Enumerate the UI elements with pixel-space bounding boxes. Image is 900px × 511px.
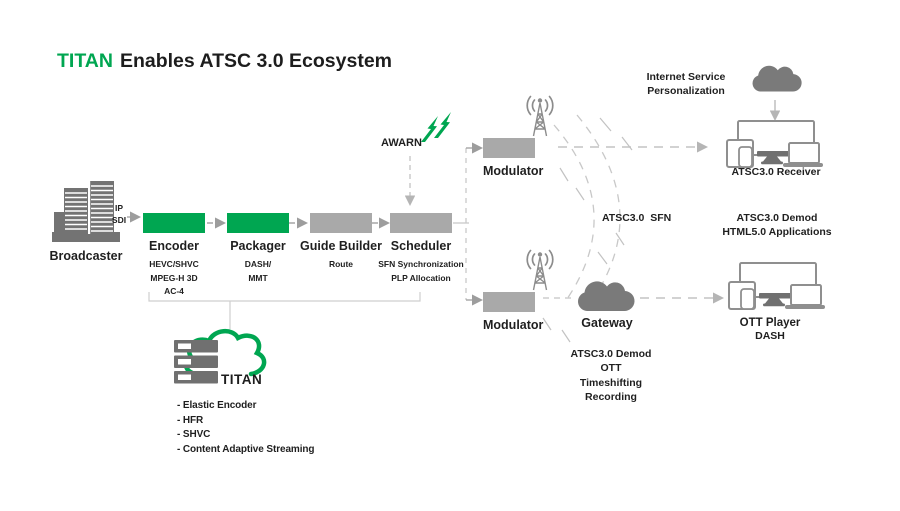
- internet-cloud-icon: [752, 65, 802, 92]
- packager-sublabels: DASH/ MMT: [245, 258, 271, 285]
- scheduler-label: Scheduler: [390, 239, 452, 253]
- titan-feature: - Elastic Encoder: [177, 400, 257, 411]
- guide-builder-sublabels: Route: [329, 258, 353, 272]
- ott-note: Timeshifting: [579, 376, 643, 389]
- ott-notes: ATSC3.0 Demod OTT Timeshifting Recording: [550, 347, 672, 404]
- ott-devices-icon: [728, 262, 825, 310]
- modulator-top-label: Modulator: [483, 164, 544, 178]
- broadcaster-building-icon: [52, 181, 120, 242]
- guide-builder-box: [310, 213, 372, 233]
- encoder-node: Encoder HEVC/SHVC MPEG-H 3D AC-4: [113, 213, 235, 299]
- encoder-sub: AC-4: [164, 286, 184, 296]
- scheduler-sublabels: SFN Synchronization PLP Allocation: [378, 258, 463, 285]
- io-sdi-label: SDI: [111, 214, 127, 225]
- internet-line1: Internet Service: [646, 71, 726, 83]
- modulator-top-box: [483, 138, 535, 158]
- io-labels: IP SDI: [106, 203, 132, 226]
- sfn-label: ATSC3.0 SFN: [602, 212, 672, 224]
- encoder-box: [143, 213, 205, 233]
- encoder-sub: HEVC/SHVC: [149, 259, 199, 269]
- ott-player-label: OTT Player: [739, 317, 801, 329]
- scheduler-box: [390, 213, 452, 233]
- titan-feature: - SHVC: [177, 429, 211, 441]
- antenna-icon: [526, 95, 554, 137]
- encoder-label: Encoder: [148, 239, 199, 253]
- titan-feature: - HFR: [177, 414, 204, 426]
- packager-sub: DASH/: [244, 259, 272, 269]
- guide-builder-node: Guide Builder Route: [280, 213, 402, 272]
- receiver-note: HTML5.0 Applications: [722, 226, 832, 239]
- receiver-notes: ATSC3.0 Demod HTML5.0 Applications: [712, 211, 842, 240]
- awarn-label: AWARN: [381, 137, 422, 149]
- awarn-lightning-icon: [421, 112, 451, 142]
- page-title: TITAN Enables ATSC 3.0 Ecosystem: [57, 50, 392, 73]
- io-ip-label: IP: [114, 203, 124, 213]
- gateway-label: Gateway: [581, 316, 633, 330]
- title-rest: Enables ATSC 3.0 Ecosystem: [119, 50, 392, 72]
- scheduler-sub: PLP Allocation: [391, 272, 451, 283]
- encoder-sublabels: HEVC/SHVC MPEG-H 3D AC-4: [149, 258, 199, 299]
- ott-note: ATSC3.0 Demod: [570, 348, 652, 360]
- internet-service-label: Internet Service Personalization: [630, 70, 742, 99]
- antenna-icon: [526, 249, 554, 291]
- packager-box: [227, 213, 289, 233]
- receiver-label: ATSC3.0 Receiver: [731, 166, 821, 178]
- internet-line2: Personalization: [647, 85, 725, 98]
- guide-builder-label: Guide Builder: [300, 239, 382, 253]
- titan-logo-icon: TITAN: [174, 329, 267, 387]
- modulator-bottom-node: Modulator: [483, 292, 573, 332]
- scheduler-node: Scheduler SFN Synchronization PLP Alloca…: [360, 213, 482, 285]
- ott-dash-label: DASH: [755, 330, 785, 342]
- titan-logo-text: TITAN: [221, 372, 262, 387]
- titan-feature: - Content Adaptive Streaming: [177, 443, 315, 455]
- broadcaster-label: Broadcaster: [49, 249, 123, 263]
- guide-builder-sub: Route: [328, 259, 354, 269]
- ott-note: Recording: [585, 390, 637, 403]
- encoder-sub: MPEG-H 3D: [150, 272, 198, 283]
- packager-sub: MMT: [248, 272, 268, 283]
- modulator-bottom-box: [483, 292, 535, 312]
- ott-note: OTT: [600, 362, 622, 375]
- ott-label-block: OTT Player DASH: [722, 317, 818, 343]
- titan-feature-list: - Elastic Encoder - HFR - SHVC - Content…: [177, 399, 315, 457]
- packager-node: Packager DASH/ MMT: [197, 213, 319, 285]
- packager-label: Packager: [230, 239, 286, 253]
- gateway-cloud-icon: [578, 281, 635, 312]
- scheduler-sub: SFN Synchronization: [378, 259, 464, 269]
- receiver-devices-icon: [726, 120, 823, 168]
- modulator-bottom-label: Modulator: [483, 318, 544, 332]
- receiver-note: ATSC3.0 Demod: [736, 212, 818, 224]
- title-brand: TITAN: [57, 50, 113, 72]
- modulator-top-node: Modulator: [483, 138, 573, 178]
